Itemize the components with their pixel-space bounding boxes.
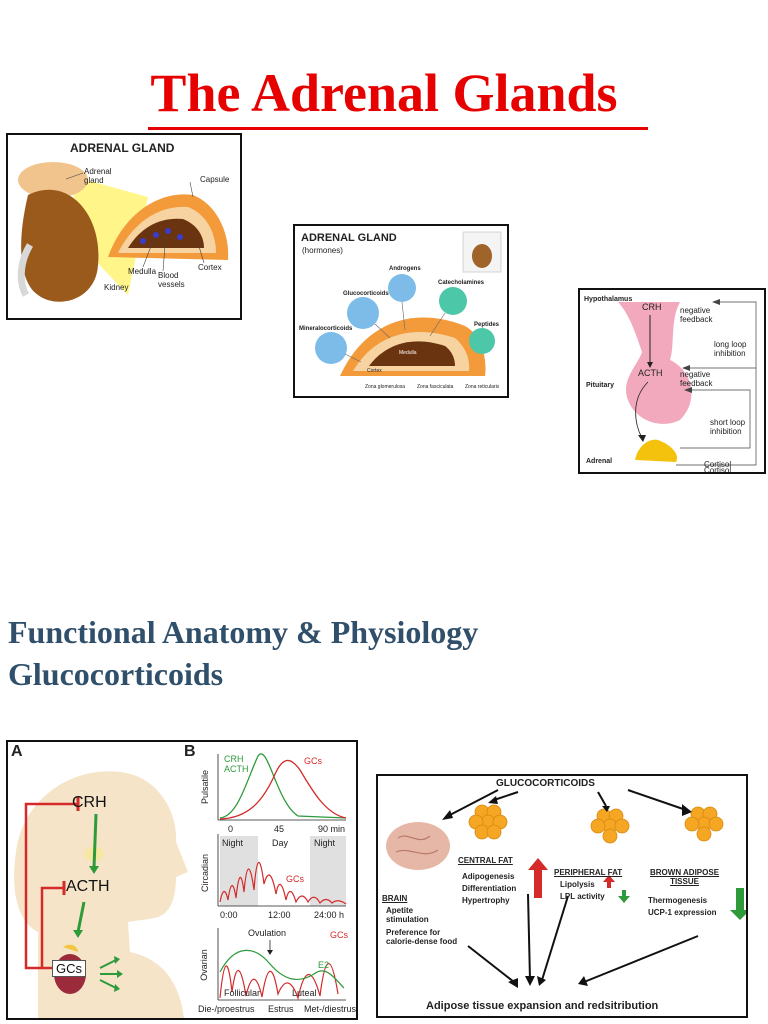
- fig5-footer: Adipose tissue expansion and redsitribut…: [426, 1000, 659, 1012]
- gc-adipose-illustration: [386, 789, 746, 988]
- fig5-heading: GLUCOCORTICOIDS: [496, 778, 595, 789]
- graph2-gcs: GCs: [286, 874, 304, 884]
- graph3-gcs: GCs: [330, 930, 348, 940]
- label-medulla: Medulla: [128, 267, 157, 276]
- adrenal-anatomy-illustration: [17, 162, 229, 302]
- brown-item-0: Thermogenesis: [648, 896, 708, 905]
- bubble-glucocorticoids: Glucocorticoids: [343, 291, 389, 297]
- graph3-tick-2: Met-/diestrus: [304, 1004, 357, 1014]
- label-acth-box: ACTH: [66, 878, 110, 895]
- brain-item-1: Preference for calorie-dense food: [386, 928, 458, 946]
- label-crh-box: CRH: [72, 794, 107, 811]
- label-adrenal-gland: Adrenal gland: [84, 167, 112, 185]
- central-item-0: Adipogenesis: [462, 872, 515, 881]
- hpa-axis-illustration: [618, 299, 757, 466]
- label-cortisol-1: Cortisol: [704, 460, 732, 469]
- label-adrenal: Adrenal: [586, 458, 613, 465]
- graph3-luteal: Luteal: [292, 988, 317, 998]
- label-gcs-box: GCs: [52, 960, 86, 977]
- central-item-2: Hypertrophy: [462, 896, 510, 905]
- zone-fasciculata: Zona fasciculata: [417, 384, 454, 390]
- label-blood-vessels: Blood vessels: [158, 271, 185, 289]
- graph2-tick-1: 12:00: [268, 910, 291, 920]
- label-short-loop: short loop inhibition: [710, 418, 746, 436]
- peripheral-item-0: Lipolysis: [560, 880, 595, 889]
- graph2-night-2: Night: [314, 838, 336, 848]
- peripheral-fat-heading: PERIPHERAL FAT: [554, 868, 623, 877]
- central-item-1: Differentiation: [462, 884, 517, 893]
- fig2-subheading: (hormones): [302, 246, 343, 255]
- bubble-androgens: Androgens: [389, 266, 421, 272]
- label-negative-feedback-2: negative feedback: [680, 370, 713, 388]
- label-acth: ACTH: [638, 368, 663, 378]
- graph1-acth: ACTH: [224, 764, 249, 774]
- label-hypothalamus: Hypothalamus: [584, 296, 633, 303]
- title-underline: [148, 127, 648, 130]
- label-long-loop: long loop inhibition: [714, 340, 747, 358]
- graph1-tick-0: 0: [228, 824, 234, 834]
- graph2-night-1: Night: [222, 838, 244, 848]
- label-capsule: Capsule: [200, 175, 230, 184]
- graph2-tick-0: 0:00: [220, 910, 238, 920]
- graph1-ylabel: Pulsatile: [200, 769, 211, 805]
- graph1-tick-1: 45: [274, 824, 285, 834]
- graph1-crh: CRH: [224, 754, 244, 764]
- label-crh: CRH: [642, 302, 662, 312]
- label-negative-feedback-1: negative feedback: [680, 306, 713, 324]
- bubble-mineralocorticoids: Mineralocorticoids: [299, 326, 353, 332]
- label-pituitary: Pituitary: [586, 382, 615, 389]
- bubble-catecholamines: Catecholamines: [438, 280, 485, 286]
- section-title: Functional Anatomy & Physiology: [8, 614, 479, 650]
- figure-gc-rhythms: A B CRH ACTH GCs Pulsatile CRH ACTH GCs …: [6, 740, 358, 1020]
- inner-cortex: Cortex: [367, 368, 382, 374]
- section-subtitle: Glucocorticoids: [8, 656, 224, 692]
- bubble-peptides: Peptides: [474, 322, 500, 328]
- label-cortisol-2: Cortisol: [704, 466, 732, 474]
- figure-adrenal-hormones: ADRENAL GLAND (hormones) Glucocorticoids…: [293, 224, 509, 398]
- figure-hpa-axis: Hypothalamus CRH ACTH Pituitary Adrenal …: [578, 288, 766, 474]
- zone-glomerulosa: Zona glomerulosa: [365, 384, 406, 390]
- fig2-heading: ADRENAL GLAND: [301, 232, 397, 244]
- figure-gc-adipose: GLUCOCORTICOIDS CENTRAL FAT Adipogenesis…: [376, 774, 748, 1018]
- brown-item-1: UCP-1 expression: [648, 908, 717, 917]
- adrenal-hormones-illustration: [315, 231, 502, 376]
- brain-item-0: Apetite stimulation: [386, 906, 429, 924]
- graph3-follicular: Follicular: [224, 988, 261, 998]
- label-cortex: Cortex: [198, 263, 222, 272]
- graph3-ylabel: Ovarian: [198, 949, 209, 981]
- graph3-ovulation: Ovulation: [248, 928, 287, 938]
- fig1-heading: ADRENAL GLAND: [70, 141, 175, 155]
- graph3-e2: E2: [318, 960, 330, 970]
- figure-adrenal-anatomy: ADRENAL GLAND Adrenal gland Capsule Medu…: [6, 133, 242, 320]
- graph2-ylabel: Circadian: [200, 853, 211, 893]
- graph1-gcs: GCs: [304, 756, 322, 766]
- graph2-day: Day: [272, 838, 289, 848]
- inner-medulla: Medulla: [399, 350, 417, 356]
- graph1-tick-2: 90 min: [318, 824, 346, 834]
- central-fat-heading: CENTRAL FAT: [458, 856, 513, 865]
- brain-heading: BRAIN: [382, 894, 408, 903]
- zone-reticularis: Zona reticularis: [465, 384, 500, 390]
- page-title: The Adrenal Glands: [150, 63, 618, 123]
- peripheral-item-1: LPL activity: [560, 892, 605, 901]
- graph3-tick-0: Die-/proestrus: [198, 1004, 255, 1014]
- panel-a-label: A: [11, 743, 23, 760]
- graph3-tick-1: Estrus: [268, 1004, 294, 1014]
- brown-adipose-heading: BROWN ADIPOSE TISSUE: [650, 868, 720, 886]
- panel-b-label: B: [184, 743, 196, 760]
- graph2-tick-2: 24:00 h: [314, 910, 345, 920]
- label-kidney: Kidney: [104, 283, 129, 292]
